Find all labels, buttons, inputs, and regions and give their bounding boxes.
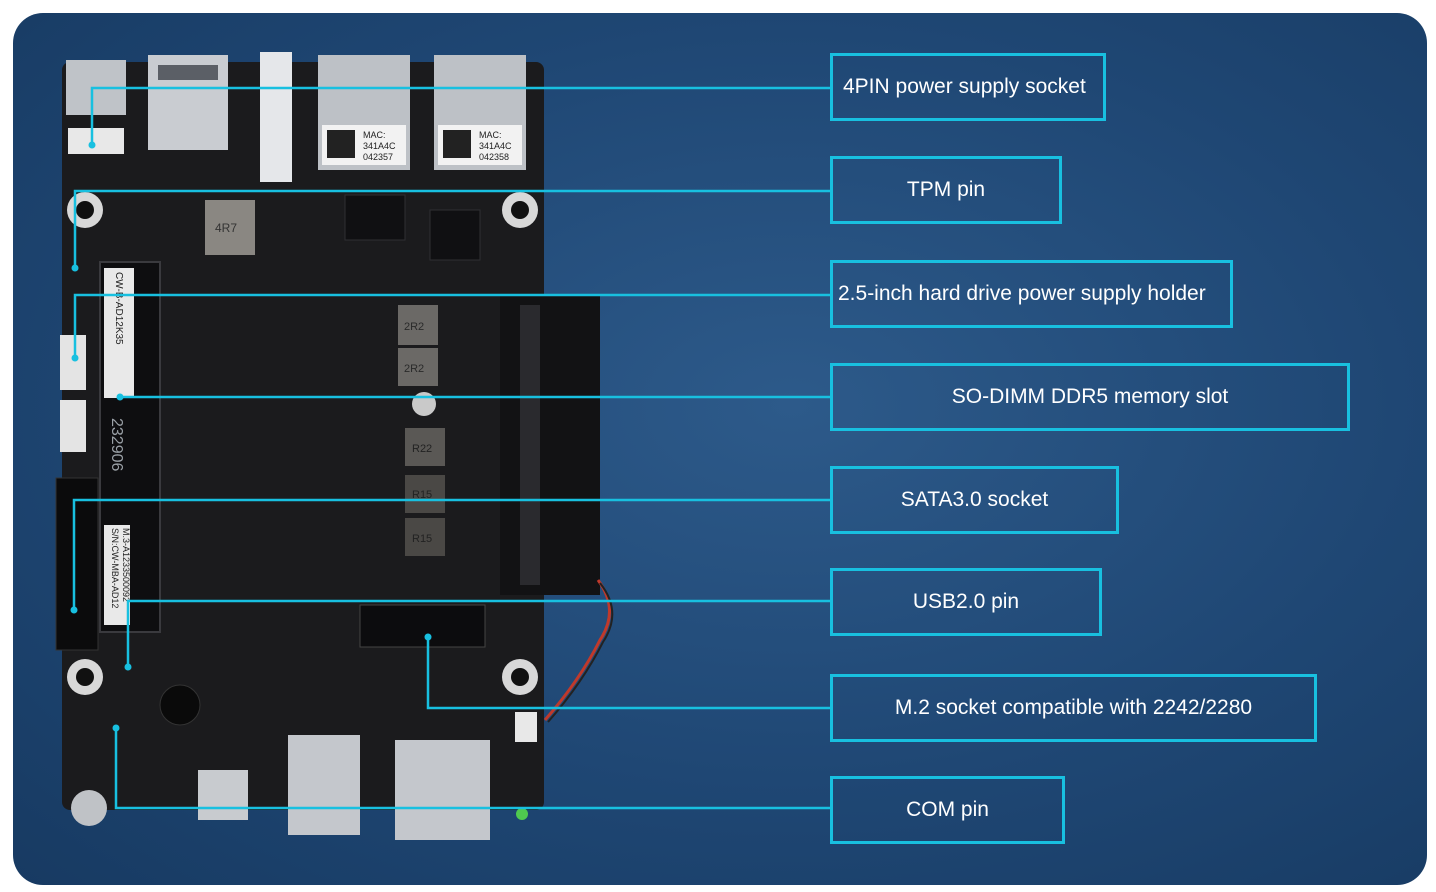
callout-com: COM pin [830,776,1065,844]
hdd-power-holder-2 [60,400,86,452]
callout-sodimm: SO-DIMM DDR5 memory slot [830,363,1350,431]
m2-socket [359,604,486,648]
callout-usb2: USB2.0 pin [830,568,1102,636]
board-diagram: MAC: 341A4C 042357 MAC: 341A4C 042358 CW… [55,52,830,840]
leader-tpm [73,189,830,268]
mac-label-1: MAC: [363,130,386,140]
inductor-2 [398,348,438,386]
usb-port-bottom-1 [288,735,360,835]
mac-value-2a: 341A4C [479,141,512,151]
board-date: 232906 [108,418,125,471]
callout-hdd-power: 2.5-inch hard drive power supply holder [830,260,1233,328]
callout-sata: SATA3.0 socket [830,466,1119,534]
serial-sticker [104,525,130,625]
leader-sata [72,498,830,610]
sodimm-sticker [104,268,134,398]
board-model: CW-B-AD12K35 [113,272,124,345]
inductor-4r7-label: 4R7 [215,221,237,235]
serial-2: M.3-A1233500092 [121,528,131,602]
mac-value-2b: 042358 [479,152,509,162]
inductor-5-label: R15 [412,533,432,545]
antenna-connector [260,52,292,182]
inductor-1 [398,305,438,345]
power-button [71,790,107,826]
chip-1 [429,209,481,261]
status-led [516,808,528,820]
inductor-2-label: 2R2 [404,363,424,375]
capacitor [412,392,436,416]
leader-com [114,728,830,810]
leader-dots [70,141,432,732]
usb-c-port [198,770,248,820]
mac-value-1a: 341A4C [363,141,396,151]
battery-cable [543,579,611,721]
inductor-4r7 [205,200,255,255]
callout-4pin-power: 4PIN power supply socket [830,53,1106,121]
diagram-panel: MAC: 341A4C 042357 MAC: 341A4C 042358 CW… [13,13,1427,885]
inductor-5 [405,518,445,556]
4pin-socket [68,128,124,154]
inductor-1-label: 2R2 [404,321,424,333]
leader-m2 [426,637,830,710]
callout-m2: M.2 socket compatible with 2242/2280 [830,674,1317,742]
inductor-3-label: R22 [412,443,432,455]
leader-4pin [90,86,830,145]
usb-port-bottom-2 [395,740,490,840]
chip-2 [344,194,406,241]
inductor-4 [405,475,445,513]
hdd-power-holder [60,335,86,390]
battery-connector [515,712,537,742]
sata-socket [55,477,99,651]
serial-1: S/N:CW-MBA-AD12 [110,528,120,608]
callout-tpm: TPM pin [830,156,1062,224]
expansion-area [500,295,600,595]
inductor-4-label: R15 [412,489,432,501]
motherboard: MAC: 341A4C 042357 MAC: 341A4C 042358 CW… [55,52,614,840]
leader-lines [72,86,830,810]
leader-hdd [73,293,830,358]
buzzer [159,684,201,726]
inductor-3 [405,428,445,466]
mac-value-1b: 042357 [363,152,393,162]
mac-label-2: MAC: [479,130,502,140]
leader-usb2 [126,599,830,667]
